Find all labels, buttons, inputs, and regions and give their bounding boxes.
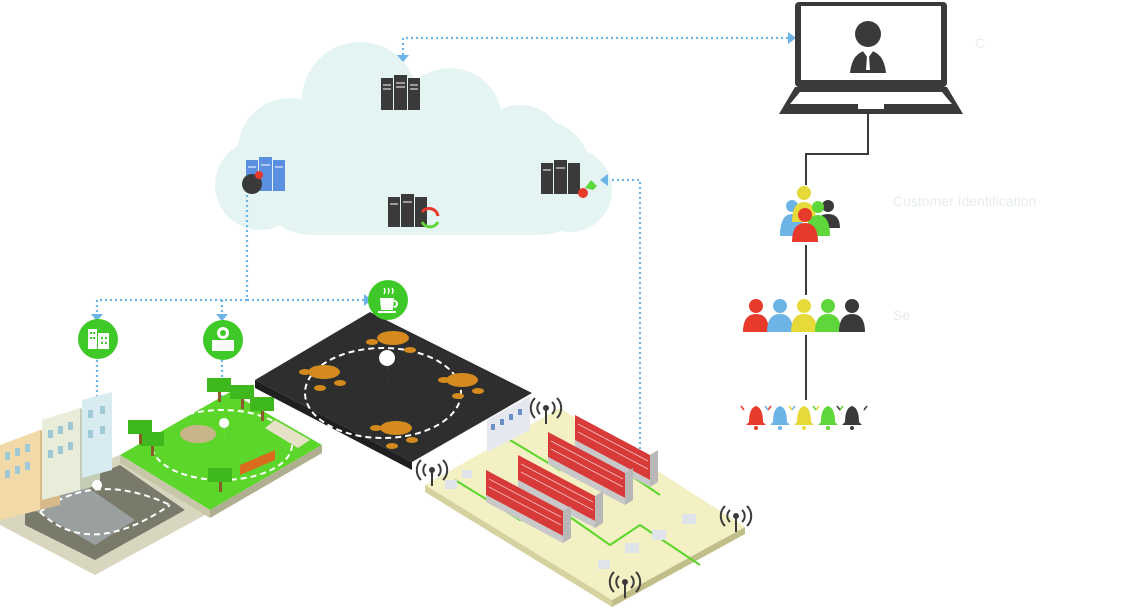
customer-identification-label: Customer Identification	[893, 193, 1036, 209]
server-alert-icon	[242, 157, 285, 194]
segment-label: Se	[893, 307, 910, 323]
customer-group-icon	[780, 186, 840, 242]
laptop-caption: C	[975, 35, 985, 51]
cloud	[215, 42, 612, 235]
bell-icon	[812, 405, 844, 430]
businessman-icon	[850, 21, 886, 73]
park	[120, 378, 322, 518]
server-rack-icon	[381, 75, 420, 110]
server-approved-icon	[541, 160, 597, 198]
wifi-towers	[415, 397, 753, 598]
wifi-tower-icon	[719, 505, 753, 532]
person-row	[743, 299, 865, 332]
bell-icon	[836, 405, 868, 430]
wifi-tower-icon	[529, 397, 563, 424]
dormitories	[486, 415, 658, 543]
city-block	[0, 392, 205, 575]
campus	[425, 396, 745, 607]
coffee-icon	[368, 280, 408, 320]
laptop-icon	[779, 2, 963, 114]
person-icon	[839, 299, 865, 332]
bell-icon	[788, 405, 820, 430]
wifi-tower-icon	[415, 459, 449, 486]
bell-row	[740, 405, 868, 430]
building-icon	[78, 319, 118, 359]
person-icon	[743, 299, 769, 332]
flow-lines	[805, 114, 869, 400]
server-sync-icon	[388, 194, 440, 229]
wifi-tower-icon	[608, 571, 642, 598]
gallery-icon	[203, 320, 243, 360]
bell-icon	[764, 405, 796, 430]
person-icon	[767, 299, 793, 332]
person-icon	[815, 299, 841, 332]
bell-icon	[740, 405, 772, 430]
person-icon	[791, 299, 817, 332]
plaza	[255, 312, 532, 470]
